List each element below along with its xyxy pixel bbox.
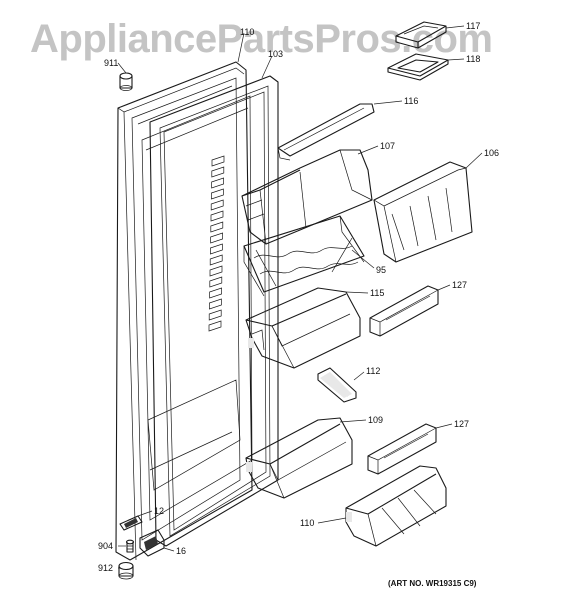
door-bin-110-bottom bbox=[345, 465, 447, 547]
rail-tooth bbox=[209, 254, 223, 266]
callout-95: 95 bbox=[376, 265, 386, 275]
hinge-bushing-911 bbox=[119, 72, 133, 91]
callout-106: 106 bbox=[484, 148, 499, 158]
callout-127-lower: 127 bbox=[454, 419, 469, 429]
liner-shelf-rails bbox=[208, 155, 225, 332]
rail-tooth bbox=[210, 221, 224, 233]
rail-tooth bbox=[209, 276, 223, 288]
dairy-bin-107 bbox=[241, 149, 373, 245]
door-inner-liner bbox=[141, 95, 253, 521]
callout-16: 16 bbox=[176, 546, 186, 556]
rail-tooth bbox=[210, 232, 223, 244]
rail-tooth bbox=[210, 210, 224, 222]
callout-904: 904 bbox=[98, 541, 113, 551]
callout-110-bin: 110 bbox=[300, 518, 314, 528]
rail-tooth bbox=[210, 199, 224, 211]
callout-107: 107 bbox=[380, 141, 395, 151]
callout-labels: 911 110 103 117 118 116 107 106 95 115 1… bbox=[98, 21, 499, 573]
rail-tooth bbox=[208, 309, 222, 321]
rail-tooth bbox=[211, 188, 224, 200]
callout-127-upper: 127 bbox=[452, 280, 467, 290]
trim-cap-117 bbox=[395, 21, 447, 49]
rail-tooth bbox=[208, 320, 222, 332]
bin-panel-127-lower bbox=[367, 423, 437, 475]
wire-rack-95 bbox=[243, 215, 365, 297]
door-bin-115 bbox=[245, 287, 361, 369]
door-gasket bbox=[149, 75, 279, 547]
rail-tooth bbox=[209, 265, 223, 277]
callout-911: 911 bbox=[104, 58, 118, 68]
hinge-plate-12 bbox=[119, 515, 143, 531]
callout-117: 117 bbox=[466, 21, 480, 31]
callout-118: 118 bbox=[466, 54, 480, 64]
rail-tooth bbox=[209, 298, 222, 310]
bin-handle-116 bbox=[277, 103, 375, 161]
callout-112: 112 bbox=[366, 366, 380, 376]
door-bin-109 bbox=[245, 417, 353, 499]
rail-tooth bbox=[211, 177, 224, 189]
rail-tooth bbox=[209, 287, 222, 299]
rail-tooth bbox=[211, 155, 225, 167]
callout-12: 12 bbox=[154, 506, 164, 516]
bin-panel-127-upper bbox=[369, 285, 439, 337]
rail-tooth bbox=[210, 243, 223, 255]
callout-115: 115 bbox=[370, 288, 384, 298]
rail-tooth bbox=[211, 166, 225, 178]
callout-116: 116 bbox=[404, 96, 418, 106]
leader-lines bbox=[117, 25, 483, 569]
callout-109: 109 bbox=[368, 415, 383, 425]
screw-904 bbox=[125, 539, 135, 553]
door-outer-shell bbox=[115, 61, 253, 561]
callout-912: 912 bbox=[98, 563, 113, 573]
hinge-pin-912 bbox=[118, 561, 134, 580]
bin-cover-106 bbox=[373, 161, 473, 263]
callout-110-door: 110 bbox=[240, 27, 254, 37]
art-number: (ART NO. WR19315 C9) bbox=[388, 579, 477, 588]
callout-103: 103 bbox=[268, 49, 283, 59]
retainer-clip-112 bbox=[317, 367, 357, 403]
